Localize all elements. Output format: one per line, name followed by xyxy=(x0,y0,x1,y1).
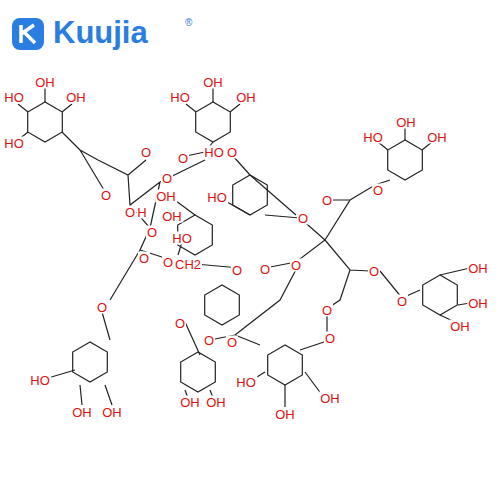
benzene-ring xyxy=(233,175,268,215)
atom-label: OH xyxy=(426,131,448,144)
atom-label: O xyxy=(321,304,333,317)
logo-text: Kuujia xyxy=(52,17,149,49)
atom-label: OH xyxy=(202,76,224,89)
aromatic-rings xyxy=(28,102,458,392)
atom-label: OH xyxy=(319,392,341,405)
atom-label: O xyxy=(161,172,173,185)
atom-label: HO xyxy=(235,376,257,389)
logo-icon xyxy=(12,18,44,50)
benzene-ring xyxy=(205,285,240,325)
atom-label: O xyxy=(324,332,336,345)
atom-label: OH xyxy=(101,406,123,419)
atom-label: O xyxy=(372,184,384,197)
atom-label: OH xyxy=(274,408,296,421)
atom-label: O xyxy=(321,194,333,207)
atom-label: CH2 xyxy=(174,258,202,271)
atom-label: O xyxy=(226,336,238,349)
atom-label: OH xyxy=(467,262,489,275)
bond-lines xyxy=(18,88,470,407)
benzene-ring xyxy=(388,140,423,180)
atom-label: OH xyxy=(205,396,227,409)
atom-label: OH xyxy=(179,396,201,409)
atom-label: O xyxy=(177,152,189,165)
atom-label: O xyxy=(290,259,302,272)
atom-label: O xyxy=(231,264,243,277)
atom-label: HO xyxy=(169,91,191,104)
atom-label: OH xyxy=(65,91,87,104)
atom-label: O xyxy=(100,189,112,202)
benzene-ring xyxy=(28,102,63,142)
atom-label: OH xyxy=(34,76,56,89)
atom-label: HO xyxy=(362,131,384,144)
benzene-ring xyxy=(181,352,216,392)
atom-label: O xyxy=(297,212,309,225)
atom-label: O xyxy=(138,252,150,265)
atom-label: O xyxy=(259,263,271,276)
atom-label: OH xyxy=(155,190,177,203)
atom-label: OH xyxy=(449,320,471,333)
atom-label: HO xyxy=(206,191,228,204)
trademark-sign: ® xyxy=(184,18,193,28)
atom-label: HO xyxy=(3,91,25,104)
atom-label: OH xyxy=(235,91,257,104)
benzene-ring xyxy=(268,345,303,385)
atom-label: O xyxy=(124,206,136,219)
atom-label: O xyxy=(146,226,158,239)
atom-label: O xyxy=(203,334,215,347)
benzene-ring xyxy=(423,275,458,315)
atom-label: O xyxy=(140,146,152,159)
logo-mark xyxy=(21,25,35,43)
atom-label: HO xyxy=(29,374,51,387)
atom-label: HO xyxy=(3,137,25,150)
atom-label: O xyxy=(226,146,238,159)
atom-label: OH xyxy=(467,297,489,310)
atom-label: OH xyxy=(161,210,183,223)
atom-label: O xyxy=(162,256,174,269)
atom-label: O xyxy=(368,265,380,278)
atom-label: OH xyxy=(395,116,417,129)
atom-label: O xyxy=(174,317,186,330)
atom-label: OH xyxy=(71,406,93,419)
benzene-ring xyxy=(73,342,108,382)
atom-label: HO xyxy=(171,232,193,245)
atom-label: HO xyxy=(203,146,225,159)
atom-label: O xyxy=(396,295,408,308)
atom-label: H xyxy=(136,206,147,219)
benzene-ring xyxy=(196,102,231,142)
atom-label: O xyxy=(96,301,108,314)
